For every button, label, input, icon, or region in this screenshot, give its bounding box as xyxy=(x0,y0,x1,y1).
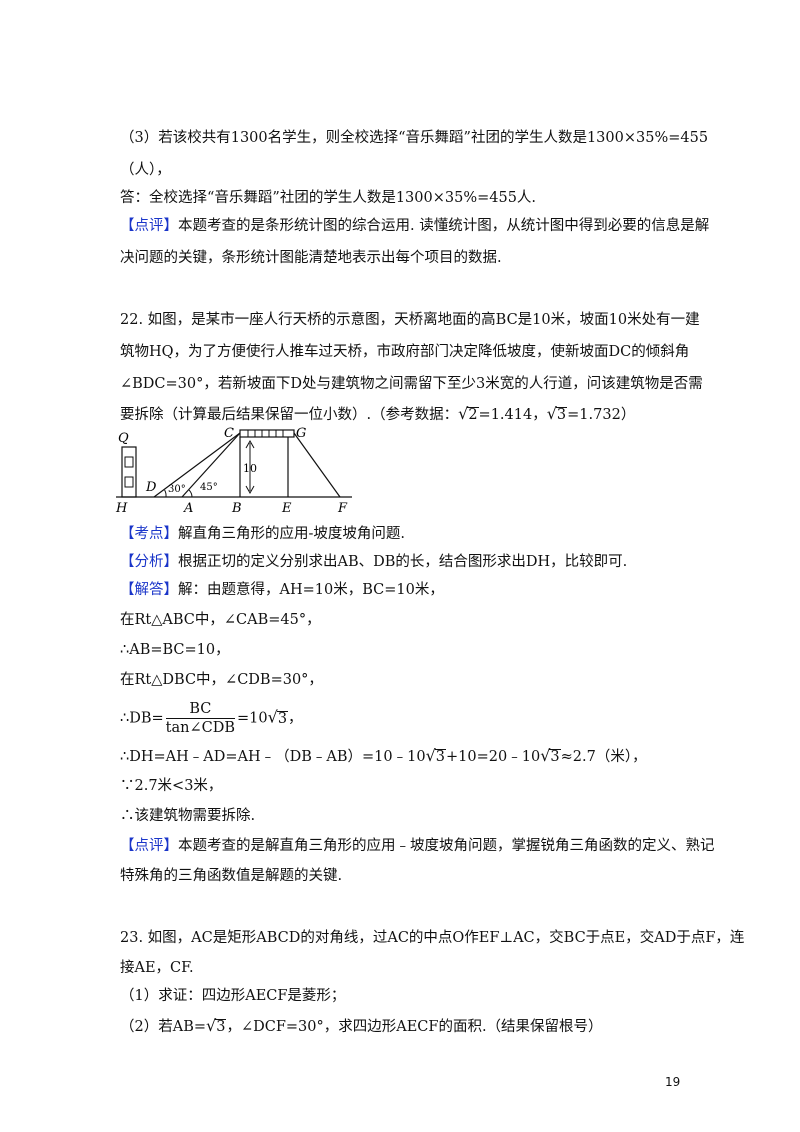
label-h: H xyxy=(115,501,128,515)
sqrt-3: 3 xyxy=(276,710,289,727)
dh-expr-c: ≈2.7（米）， xyxy=(560,749,647,765)
label-30deg: 30° xyxy=(168,484,186,495)
db-result: =10 xyxy=(237,710,268,727)
sqrt-3: 3 xyxy=(549,749,561,765)
dh-expr-a: ∴DH=AH﹣AD=AH﹣（DB﹣AB）=10﹣10 xyxy=(120,749,426,765)
comment-tag: 【点评】 xyxy=(120,838,178,854)
jieda-tag: 【解答】 xyxy=(120,582,178,598)
q22-comment-line2: 特殊角的三角函数值是解题的关键. xyxy=(120,868,343,884)
label-g: G xyxy=(296,426,306,441)
q23-part2: （2）若AB=√3，∠DCF=30°，求四边形AECF的面积.（结果保留根号） xyxy=(120,1016,603,1035)
q22-step3: 在Rt△DBC中，∠CDB=30°， xyxy=(120,672,323,688)
right-slope xyxy=(293,432,341,498)
slope-ac xyxy=(181,432,241,498)
q22-fenxi: 【分析】根据正切的定义分别求出AB、DB的长，结合图形求出DH，比较即可. xyxy=(120,552,627,572)
q23-stem-line1: 23. 如图，AC是矩形ABCD的对角线，过AC的中点O作EF⊥AC，交BC于点… xyxy=(120,930,745,946)
label-d: D xyxy=(145,480,157,495)
page-number: 19 xyxy=(665,1075,681,1089)
label-q: Q xyxy=(118,431,129,446)
slope-dc xyxy=(153,432,241,498)
q23-part1: （1）求证：四边形AECF是菱形； xyxy=(120,988,346,1004)
q22-stem-line1: 22. 如图，是某市一座人行天桥的示意图，天桥离地面的高BC是10米，坡面10米… xyxy=(120,312,700,328)
comment-text: 本题考查的是条形统计图的综合运用. 读懂统计图，从统计图中得到必要的信息是解 xyxy=(178,218,710,234)
q22-step2: ∴AB=BC=10， xyxy=(120,642,230,658)
building-hq xyxy=(121,446,137,498)
q22-stem-line3: ∠BDC=30°，若新坡面下D处与建筑物之间需留下至少3米宽的人行道，问该建筑物… xyxy=(120,376,703,392)
label-45deg: 45° xyxy=(200,482,218,493)
fenxi-text: 根据正切的定义分别求出AB、DB的长，结合图形求出DH，比较即可. xyxy=(178,554,628,570)
label-a: A xyxy=(183,501,193,515)
part2-text-a: （2）若AB= xyxy=(120,1019,207,1035)
q21-comment-line1: 【点评】本题考查的是条形统计图的综合运用. 读懂统计图，从统计图中得到必要的信息… xyxy=(120,216,709,236)
stem-text: 要拆除（计算最后结果保留一位小数）.（参考数据： xyxy=(120,407,459,423)
sqrt-3: 3 xyxy=(434,749,447,765)
q23-stem-line2: 接AE，CF. xyxy=(120,960,194,976)
label-10: 10 xyxy=(243,462,257,475)
q22-stem-line2: 筑物HQ，为了方便使行人推车过天桥，市政府部门决定降低坡度，使新坡面DC的倾斜角 xyxy=(120,344,690,360)
bridge-figure: Q C G 10 D 30° 45° H A B E F xyxy=(115,426,352,515)
kaodian-text: 解直角三角形的应用-坡度坡角问题. xyxy=(178,526,406,542)
fenxi-tag: 【分析】 xyxy=(120,554,178,570)
dh-expr-b: +10=20﹣10 xyxy=(446,749,541,765)
sqrt-2: 2 xyxy=(467,407,479,423)
sqrt-3: 3 xyxy=(555,407,568,423)
db-equals: ∴DB= xyxy=(120,710,164,727)
fraction-numerator: BC xyxy=(165,700,235,719)
q21-part3-line2: （人）， xyxy=(120,162,171,178)
comma: ， xyxy=(288,710,303,727)
ref-value-1: =1.414， xyxy=(478,407,547,423)
q22-jieda: 【解答】解：由题意得，AH=10米，BC=10米， xyxy=(120,580,444,600)
q22-step5: ∴DH=AH﹣AD=AH﹣（DB﹣AB）=10﹣10√3+10=20﹣10√3≈… xyxy=(120,746,647,765)
q21-answer: 答：全校选择“音乐舞蹈”社团的学生人数是1300×35%=455人. xyxy=(120,190,537,206)
comment-text: 本题考查的是解直角三角形的应用﹣坡度坡角问题，掌握锐角三角函数的定义、熟记 xyxy=(178,838,715,854)
q22-step7: ∴该建筑物需要拆除. xyxy=(120,808,256,824)
q21-part3-line1: （3）若该校共有1300名学生，则全校选择“音乐舞蹈”社团的学生人数是1300×… xyxy=(120,130,709,146)
label-b: B xyxy=(231,501,242,515)
ref-value-2: =1.732） xyxy=(567,407,636,423)
fraction-denominator: tan∠CDB xyxy=(165,720,235,736)
q21-comment-line2: 决问题的关键，条形统计图能清楚地表示出每个项目的数据. xyxy=(120,250,502,266)
q22-step1: 在Rt△ABC中，∠CAB=45°， xyxy=(120,612,321,628)
q22-comment-line1: 【点评】本题考查的是解直角三角形的应用﹣坡度坡角问题，掌握锐角三角函数的定义、熟… xyxy=(120,836,715,856)
q22-step6: ∵2.7米<3米， xyxy=(120,778,223,794)
label-e: E xyxy=(281,501,292,515)
label-f: F xyxy=(337,501,348,515)
jieda-text: 解：由题意得，AH=10米，BC=10米， xyxy=(178,582,444,598)
sqrt-3: 3 xyxy=(215,1019,227,1035)
kaodian-tag: 【考点】 xyxy=(120,526,178,542)
q22-stem-line4: 要拆除（计算最后结果保留一位小数）.（参考数据：√2=1.414，√3=1.73… xyxy=(120,404,636,423)
label-c: C xyxy=(224,426,234,441)
q22-kaodian: 【考点】解直角三角形的应用-坡度坡角问题. xyxy=(120,524,405,544)
part2-text-b: ，∠DCF=30°，求四边形AECF的面积.（结果保留根号） xyxy=(226,1019,603,1035)
comment-tag: 【点评】 xyxy=(120,218,178,234)
